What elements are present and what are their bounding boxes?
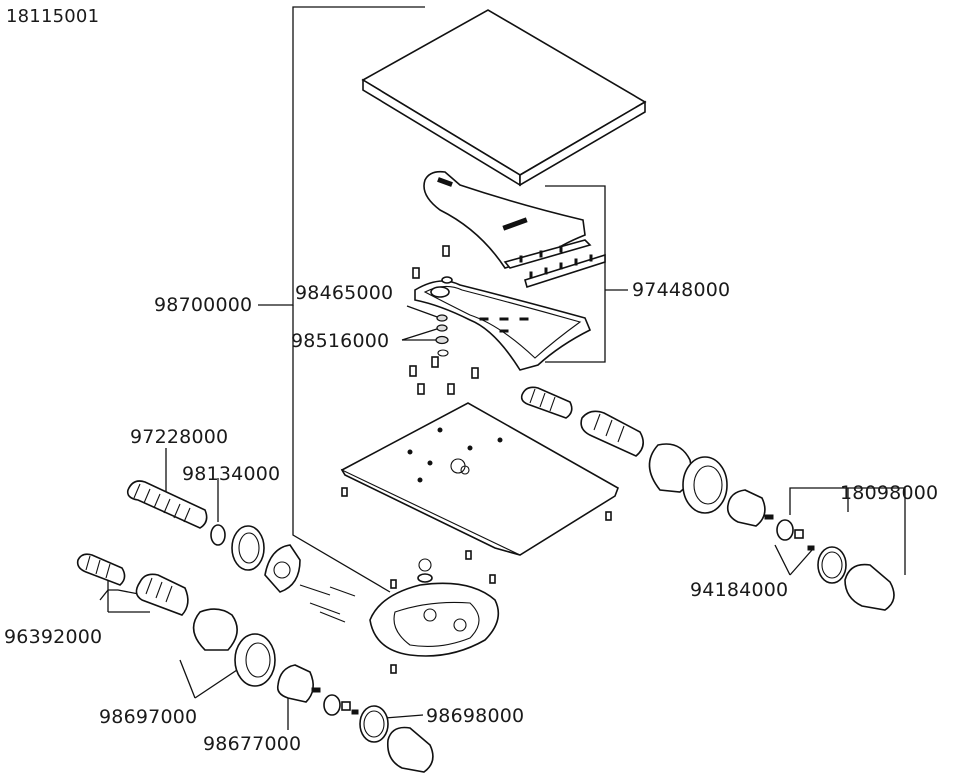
- part-label-98134000: 98134000: [182, 463, 281, 485]
- right-extension-upper: [520, 386, 644, 457]
- left-handle: [386, 726, 434, 773]
- part-label-97228000: 97228000: [130, 426, 229, 448]
- part-label-98465000: 98465000: [295, 282, 394, 304]
- long-screws: [299, 584, 356, 623]
- left-rosette: [234, 633, 276, 687]
- mounting-frame: [414, 276, 592, 371]
- part-label-97448000: 97448000: [632, 279, 731, 301]
- left-flange: [264, 544, 301, 593]
- part-label-18098000: 18098000: [840, 482, 939, 504]
- assembly-number: 18115001: [6, 6, 100, 27]
- part-label-98516000: 98516000: [291, 330, 390, 352]
- left-cartridge: [276, 664, 321, 703]
- part-label-98700000: 98700000: [154, 294, 253, 316]
- left-small-parts: [323, 694, 389, 743]
- left-extension-96392000: [76, 553, 189, 616]
- part-label-96392000: 96392000: [4, 626, 103, 648]
- base-plate: [340, 402, 619, 556]
- template-plate: [423, 170, 606, 289]
- part-label-98698000: 98698000: [426, 705, 525, 727]
- left-clip: [192, 608, 238, 651]
- frame-screws: [409, 245, 479, 395]
- diverter-body: [369, 558, 500, 657]
- left-ring: [231, 525, 265, 571]
- part-label-98697000: 98697000: [99, 706, 198, 728]
- right-handle: [844, 563, 895, 611]
- part-label-98677000: 98677000: [203, 733, 302, 755]
- left-extension-97228000: [126, 480, 226, 546]
- right-cartridge: [726, 489, 774, 527]
- cover-plate: [361, 9, 647, 187]
- right-rosette: [682, 456, 728, 514]
- part-label-94184000: 94184000: [690, 579, 789, 601]
- base-plate-screws: [341, 487, 612, 674]
- right-small-parts: [776, 519, 847, 584]
